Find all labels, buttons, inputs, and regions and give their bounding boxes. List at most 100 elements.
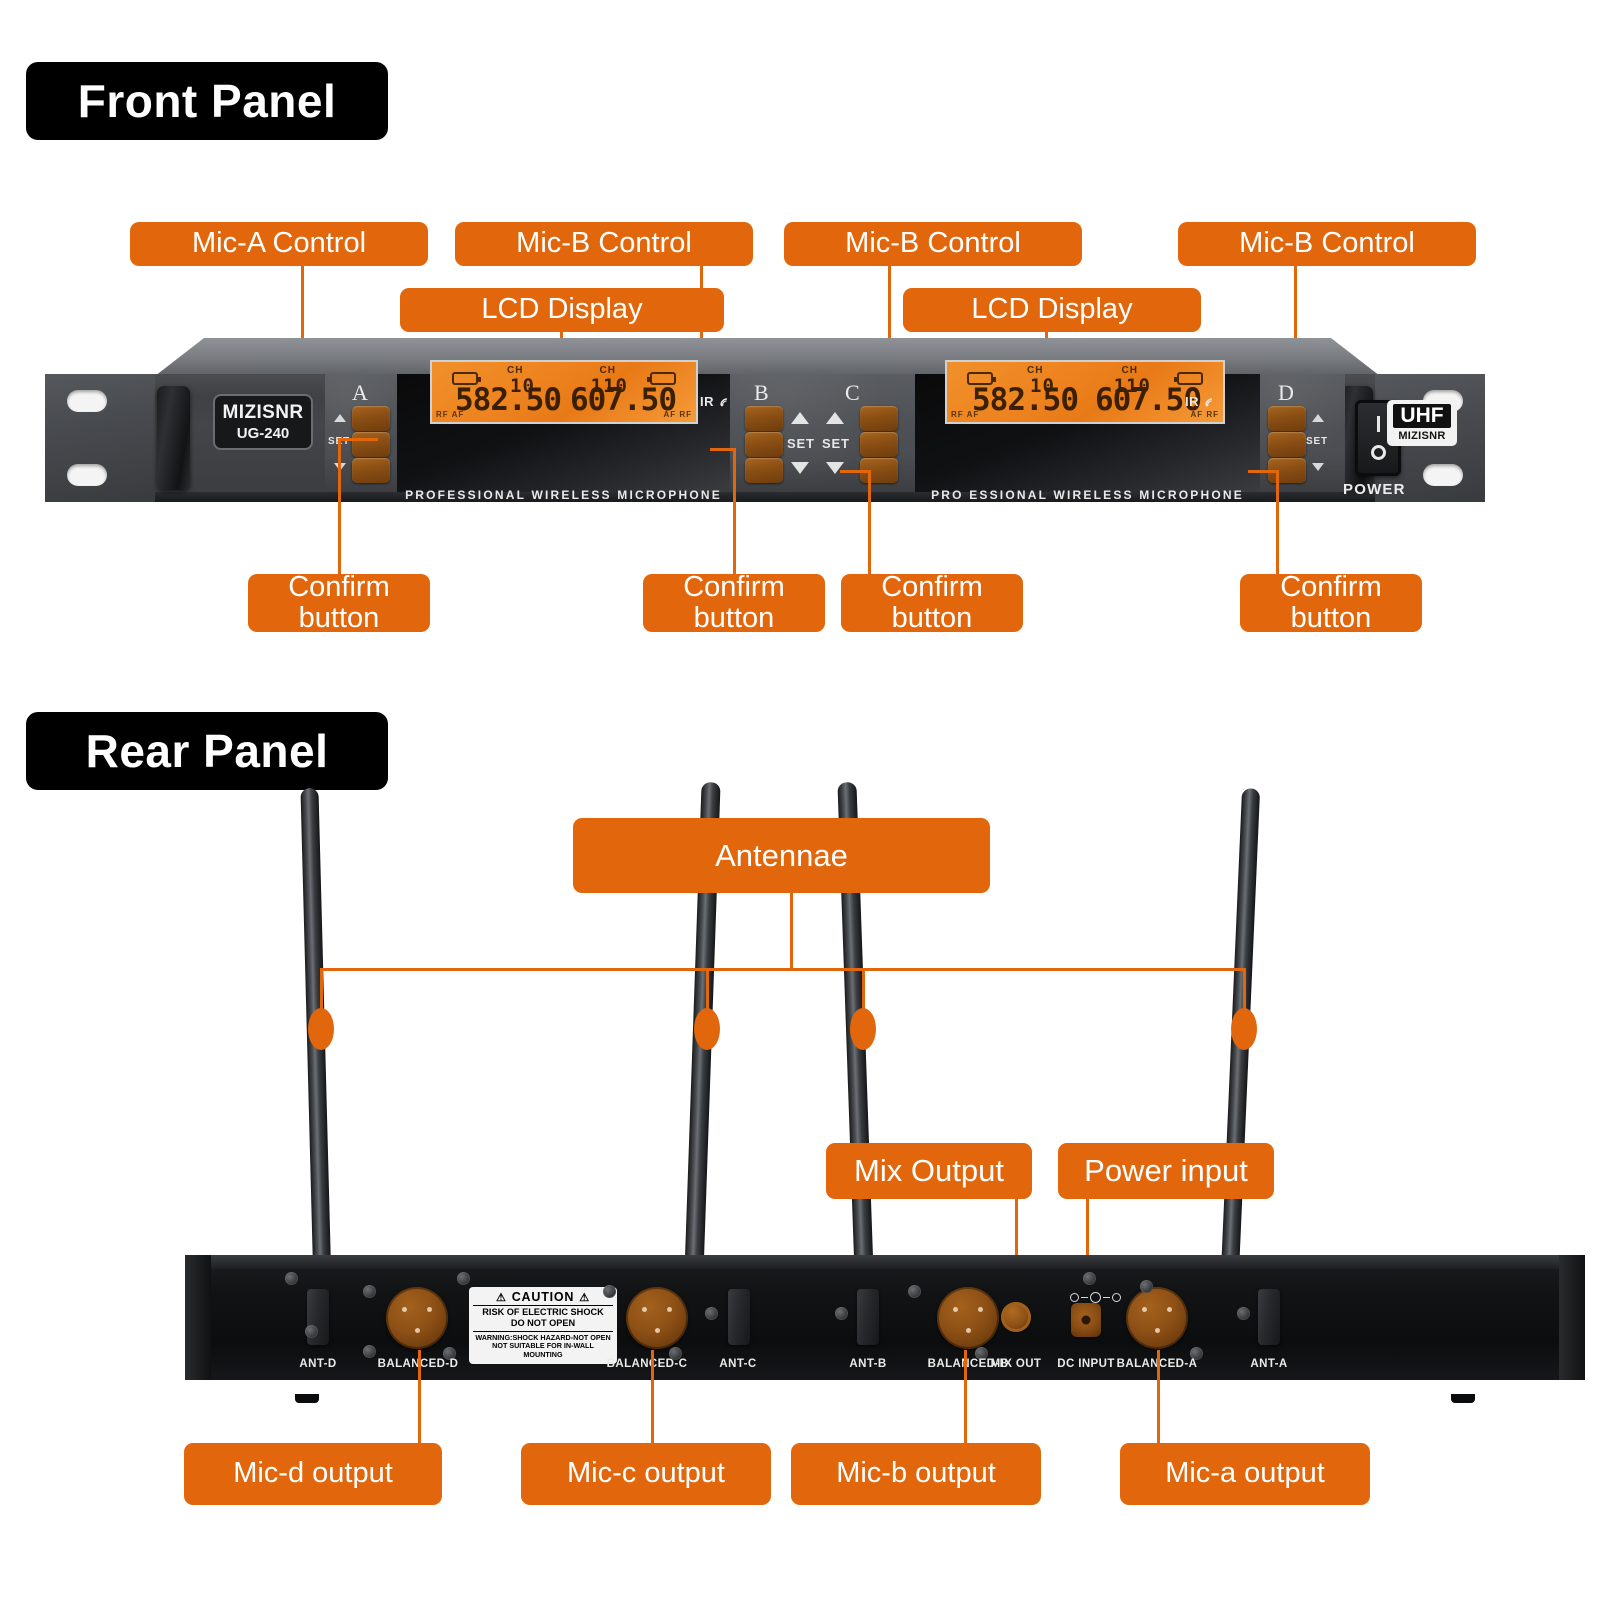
model-number: UG-240	[236, 425, 290, 442]
leader-confirm-a-h	[338, 438, 378, 441]
leader-mic-d-output	[418, 1350, 421, 1445]
mix-out-jack[interactable]	[1001, 1302, 1031, 1332]
antenna-jack-b[interactable]	[857, 1289, 879, 1345]
xlr-balanced-d[interactable]	[386, 1287, 448, 1349]
set-label-b: SET	[787, 436, 815, 451]
leader-confirm-a	[338, 438, 341, 576]
mic-a-set-button[interactable]	[352, 432, 390, 457]
lcd-ch-label-1: CH	[1027, 365, 1044, 376]
warning-triangle-icon: ⚠	[579, 1291, 590, 1304]
lcd-frequency-1: 582.50	[972, 382, 1079, 418]
lcd-ch-value-2: 110	[1113, 375, 1151, 397]
dc-input-jack[interactable]	[1071, 1303, 1101, 1337]
mic-a-down-button[interactable]	[352, 458, 390, 483]
leader-mic-b-output	[964, 1350, 967, 1445]
caution-line-3: WARNING:SHOCK HAZARD-NOT OPEN	[475, 1332, 611, 1342]
mic-d-up-button[interactable]	[1268, 406, 1306, 431]
antenna-marker-c	[694, 1008, 720, 1050]
port-label-ant-a: ANT-A	[1250, 1358, 1288, 1370]
callout-mic-b-control-1: Mic-B Control	[455, 222, 753, 266]
down-arrow-icon	[1312, 463, 1324, 471]
antenna-marker-d	[308, 1008, 334, 1050]
down-arrow-icon	[791, 462, 809, 474]
xlr-balanced-c[interactable]	[626, 1287, 688, 1349]
lcd-ch-label-2: CH	[1121, 365, 1138, 376]
front-panel-device: MIZISNR UG-240 A SET CH 10 CH 110 582.50…	[45, 338, 1485, 510]
callout-confirm-button-c: Confirm button	[841, 570, 1023, 634]
port-label-ant-d: ANT-D	[299, 1358, 337, 1370]
chassis-screw	[1140, 1280, 1153, 1293]
confirm-line1: Confirm	[881, 570, 983, 603]
lcd-frequency-2: 607.50	[570, 382, 677, 418]
callout-confirm-button-d: Confirm button	[1240, 571, 1422, 634]
leader-confirm-b	[733, 448, 736, 576]
uhf-brand: MIZISNR	[1398, 430, 1446, 443]
down-arrow-icon	[826, 462, 844, 474]
rear-foot-left	[295, 1394, 319, 1403]
ir-label: IR	[700, 394, 714, 409]
antenna-jack-c[interactable]	[728, 1289, 750, 1345]
port-label-ant-b: ANT-B	[849, 1358, 887, 1370]
callout-mic-a-control: Mic-A Control	[130, 222, 428, 266]
leader-confirm-d-h	[1248, 470, 1278, 473]
chassis-screw	[1083, 1272, 1096, 1285]
chassis-screw	[457, 1272, 470, 1285]
port-label-ant-c: ANT-C	[719, 1358, 757, 1370]
port-label-balanced-b: BALANCED-B	[927, 1358, 1009, 1370]
front-panel-title: Front Panel	[26, 62, 388, 140]
rear-top-edge	[185, 1255, 1585, 1269]
xlr-balanced-a[interactable]	[1126, 1287, 1188, 1349]
port-label-balanced-c: BALANCED-C	[606, 1358, 688, 1370]
channel-letter-d: D	[1278, 380, 1294, 405]
port-label-mix-out: MIX OUT	[990, 1358, 1042, 1370]
rear-side-right	[1559, 1255, 1585, 1380]
lcd-display-right: CH 10 CH 110 582.50 607.50 RF AF AF RF	[945, 360, 1225, 424]
antenna-jack-a[interactable]	[1258, 1289, 1280, 1345]
mic-b-c-control-zone: B C SET SET	[730, 374, 915, 492]
caution-line-1: RISK OF ELECTRIC SHOCK	[482, 1307, 604, 1317]
mic-c-set-button[interactable]	[860, 432, 898, 457]
chassis-screw	[908, 1285, 921, 1298]
dc-polarity-icon	[1070, 1292, 1121, 1303]
leader-antenna-d	[320, 968, 323, 1030]
mic-b-up-button[interactable]	[745, 406, 783, 431]
callout-mic-b-control-3: Mic-B Control	[1178, 222, 1476, 266]
rack-handle-left[interactable]	[157, 386, 190, 490]
callout-mic-b-output: Mic-b output	[791, 1443, 1041, 1505]
xlr-balanced-b[interactable]	[937, 1287, 999, 1349]
mic-c-up-button[interactable]	[860, 406, 898, 431]
chassis-screw	[285, 1272, 298, 1285]
lcd-ch-label-2: CH	[599, 365, 616, 376]
ir-label: IR	[1185, 394, 1199, 409]
rear-panel-device: ⚠ CAUTION ⚠ RISK OF ELECTRIC SHOCK DO NO…	[185, 1255, 1585, 1403]
caution-label: ⚠ CAUTION ⚠ RISK OF ELECTRIC SHOCK DO NO…	[469, 1287, 617, 1364]
chassis-screw	[669, 1347, 682, 1360]
channel-letter-c: C	[845, 380, 860, 405]
callout-lcd-display-left: LCD Display	[400, 288, 724, 332]
brand-plate: MIZISNR UG-240	[213, 394, 313, 450]
callout-mic-c-output: Mic-c output	[521, 1443, 771, 1505]
confirm-line1: Confirm	[683, 570, 785, 603]
lcd-display-left: CH 10 CH 110 582.50 607.50 RF AF AF RF	[430, 360, 698, 424]
lcd-rf-af-left: RF AF	[951, 410, 980, 419]
mic-a-up-button[interactable]	[352, 406, 390, 431]
up-arrow-icon	[1312, 414, 1324, 422]
mic-b-set-button[interactable]	[745, 432, 783, 457]
chassis-screw	[363, 1345, 376, 1358]
caution-title: CAUTION	[511, 1290, 575, 1304]
leader-antenna-a	[1243, 968, 1246, 1030]
ir-icon-left: IR	[700, 394, 731, 409]
confirm-line2: button	[1290, 602, 1372, 634]
mic-a-control-zone: A SET	[325, 374, 397, 492]
mic-d-set-button[interactable]	[1268, 432, 1306, 457]
port-label-balanced-d: BALANCED-D	[378, 1358, 459, 1370]
callout-confirm-button-b: Confirm button	[643, 570, 825, 634]
lcd-caption-right: PRO ESSIONAL WIRELESS MICROPHONE	[931, 488, 1244, 502]
rack-slot	[67, 464, 107, 486]
set-label-c: SET	[822, 436, 850, 451]
power-on-symbol	[1376, 416, 1380, 433]
leader-confirm-c	[868, 470, 871, 576]
lcd-rf-af-left: RF AF	[436, 410, 465, 419]
mic-b-down-button[interactable]	[745, 458, 783, 483]
